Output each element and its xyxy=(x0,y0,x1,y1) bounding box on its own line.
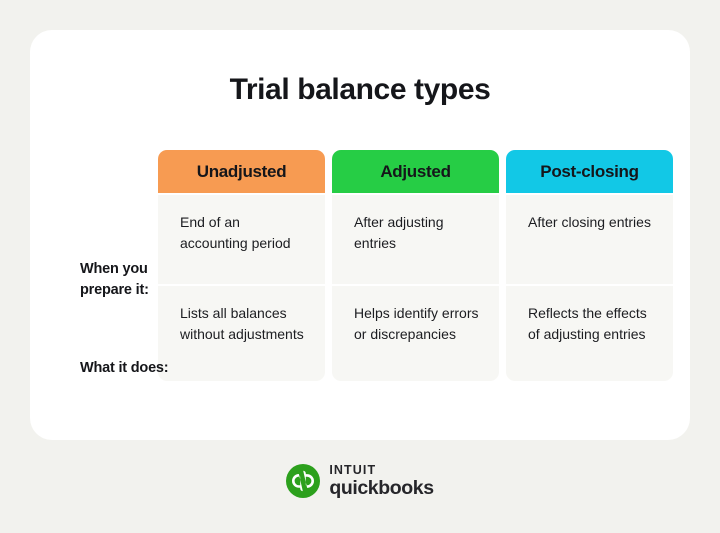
row-label-what-it-does: What it does: xyxy=(80,360,169,376)
column-header-post-closing: Post-closing xyxy=(506,150,673,193)
column-header-unadjusted: Unadjusted xyxy=(158,150,325,193)
page-title: Trial balance types xyxy=(229,73,491,106)
content-card: Trial balance types Unadjusted Adjusted … xyxy=(30,30,690,440)
cell-what-post-closing: Reflects the effects of adjusting entrie… xyxy=(506,286,673,381)
cell-when-adjusted: After adjusting entries xyxy=(332,195,499,284)
table-header-row: Unadjusted Adjusted Post-closing xyxy=(158,150,673,193)
cell-when-unadjusted: End of an accounting period xyxy=(158,195,325,284)
cell-when-post-closing: After closing entries xyxy=(506,195,673,284)
trial-balance-table: Unadjusted Adjusted Post-closing End of … xyxy=(158,150,673,381)
quickbooks-logo-icon xyxy=(286,464,321,498)
cell-what-adjusted: Helps identify errors or discrepancies xyxy=(332,286,499,381)
cell-what-unadjusted: Lists all balances without adjustments xyxy=(158,286,325,381)
brand-quickbooks: quickbooks xyxy=(329,476,434,499)
brand-intuit: INTUIT xyxy=(329,463,377,477)
row-label-when-you-prepare-it: When you prepare it: xyxy=(80,261,149,299)
brand-wordmark: INTUIT quickbooks xyxy=(329,463,434,499)
brand-logo: INTUIT quickbooks xyxy=(0,464,720,498)
table-row: Lists all balances without adjustments H… xyxy=(158,286,673,381)
table-row: End of an accounting period After adjust… xyxy=(158,195,673,284)
column-header-adjusted: Adjusted xyxy=(332,150,499,193)
